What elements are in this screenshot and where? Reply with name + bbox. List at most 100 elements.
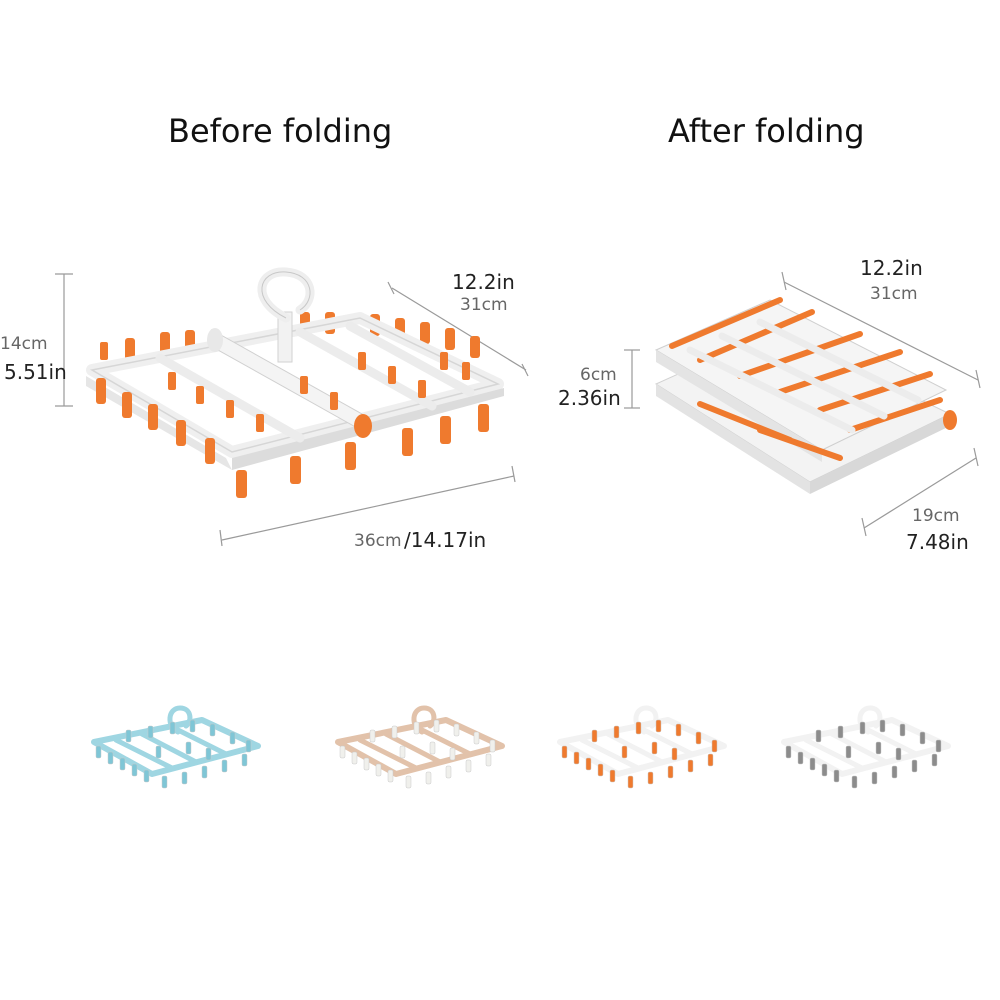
before-height-in: 5.51in: [4, 360, 67, 384]
after-length-in: 12.2in: [860, 256, 923, 280]
clip-shape: [711, 739, 718, 753]
variant-hanger-drawing: [335, 705, 505, 789]
color-variant-blue: [86, 696, 266, 806]
rail-shape: [357, 737, 419, 771]
frame-shape: [91, 717, 261, 777]
clip-shape: [859, 721, 866, 735]
before-depth-cm: 31cm: [460, 295, 508, 315]
clip-shape: [241, 753, 248, 767]
clip-shape: [405, 775, 412, 789]
clip-shape: [797, 751, 804, 765]
clip-shape: [635, 721, 642, 735]
clip-shape: [201, 765, 208, 779]
clip-shape: [815, 729, 822, 743]
clip-shape: [209, 723, 216, 737]
clip-shape: [369, 729, 376, 743]
after-folding-heading: After folding: [668, 112, 865, 150]
clip-shape: [399, 745, 406, 759]
clip-shape: [891, 765, 898, 779]
clip-shape: [119, 757, 126, 771]
clip-shape: [561, 745, 568, 759]
after-folded-stack: [654, 297, 957, 494]
clip-shape: [221, 759, 228, 773]
clip-shape: [387, 769, 394, 783]
clip-shape: [875, 741, 882, 755]
after-width-cm: 19cm: [912, 506, 960, 526]
rail-shape: [579, 737, 641, 771]
clip-shape: [899, 723, 906, 737]
clip-shape: [833, 769, 840, 783]
clip-shape: [707, 753, 714, 767]
frame-shape: [335, 717, 505, 777]
clip-shape: [675, 723, 682, 737]
before-height-cm: 14cm: [0, 334, 48, 354]
clip-shape: [425, 771, 432, 785]
clip-shape: [185, 741, 192, 755]
rail-shape: [605, 731, 665, 765]
clip-shape: [143, 769, 150, 783]
rail-shape: [637, 725, 695, 757]
before-folding-heading: Before folding: [168, 112, 393, 150]
clip-shape: [809, 757, 816, 771]
before-width-in: /14.17in: [404, 528, 487, 552]
clip-shape: [189, 719, 196, 733]
before-depth-in: 12.2in: [452, 270, 515, 294]
clip-shape: [363, 757, 370, 771]
clip-shape: [465, 759, 472, 773]
before-width-cm: 36cm: [354, 531, 402, 551]
rail-shape: [415, 725, 473, 757]
clip-shape: [845, 745, 852, 759]
clip-shape: [375, 763, 382, 777]
clip-shape: [647, 771, 654, 785]
clip-shape: [597, 763, 604, 777]
clip-shape: [591, 729, 598, 743]
clip-shape: [339, 745, 346, 759]
clip-shape: [837, 725, 844, 739]
rail-shape: [383, 731, 443, 765]
after-length-cm: 31cm: [870, 284, 918, 304]
clip-shape: [935, 739, 942, 753]
rail-shape: [113, 737, 175, 771]
before-hanger-frame: [86, 267, 504, 498]
clip-shape: [931, 753, 938, 767]
clip-shape: [445, 765, 452, 779]
clip-shape: [107, 751, 114, 765]
variant-hanger-drawing: [557, 705, 727, 789]
clip-shape: [651, 741, 658, 755]
clip-shape: [147, 725, 154, 739]
clip-shape: [169, 721, 176, 735]
clip-shape: [821, 763, 828, 777]
after-dimension-lines: [624, 271, 981, 537]
clip-shape: [609, 769, 616, 783]
before-dimension-lines: [55, 273, 529, 547]
frame-shape: [781, 717, 951, 777]
clip-shape: [655, 719, 662, 733]
clip-shape: [621, 745, 628, 759]
clip-shape: [919, 731, 926, 745]
clip-shape: [879, 719, 886, 733]
color-variant-beige: [330, 696, 510, 806]
rail-shape: [803, 737, 865, 771]
clip-shape: [429, 741, 436, 755]
clip-shape: [473, 731, 480, 745]
clip-shape: [449, 747, 456, 761]
clip-shape: [785, 745, 792, 759]
clip-shape: [181, 771, 188, 785]
rail-shape: [171, 725, 229, 757]
clip-shape: [573, 751, 580, 765]
clip-shape: [155, 745, 162, 759]
clip-shape: [161, 775, 168, 789]
frame-shape: [557, 717, 727, 777]
clip-shape: [433, 719, 440, 733]
clip-shape: [205, 747, 212, 761]
clip-shape: [245, 739, 252, 753]
clip-shape: [95, 745, 102, 759]
clip-shape: [871, 771, 878, 785]
clip-shape: [911, 759, 918, 773]
after-height-in: 2.36in: [558, 386, 621, 410]
clip-shape: [851, 775, 858, 789]
color-variant-orange: [552, 696, 732, 806]
clip-shape: [895, 747, 902, 761]
